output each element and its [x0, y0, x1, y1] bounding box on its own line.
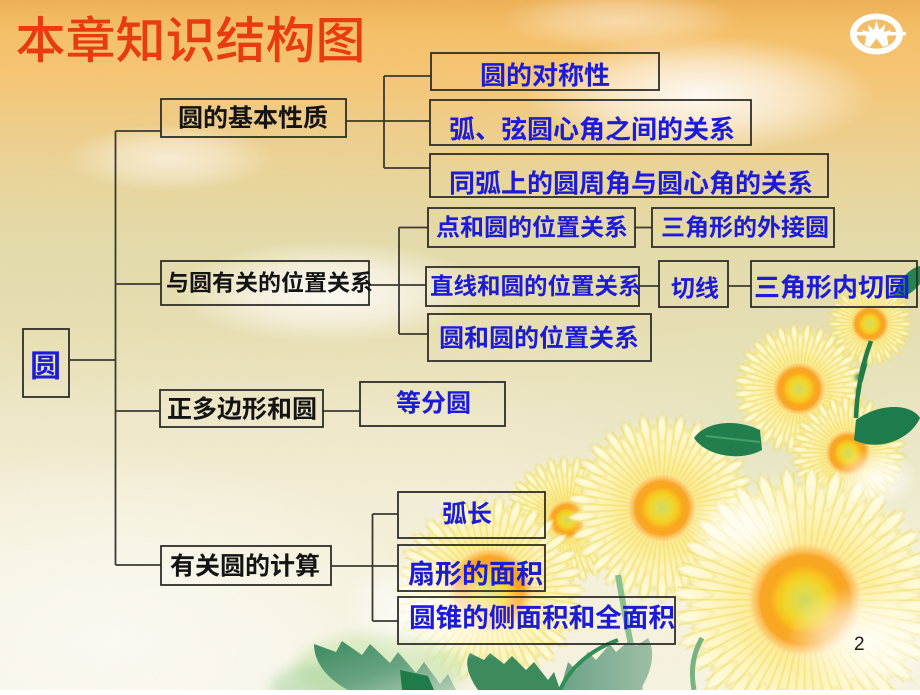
svg-text:2: 2 [854, 634, 865, 655]
